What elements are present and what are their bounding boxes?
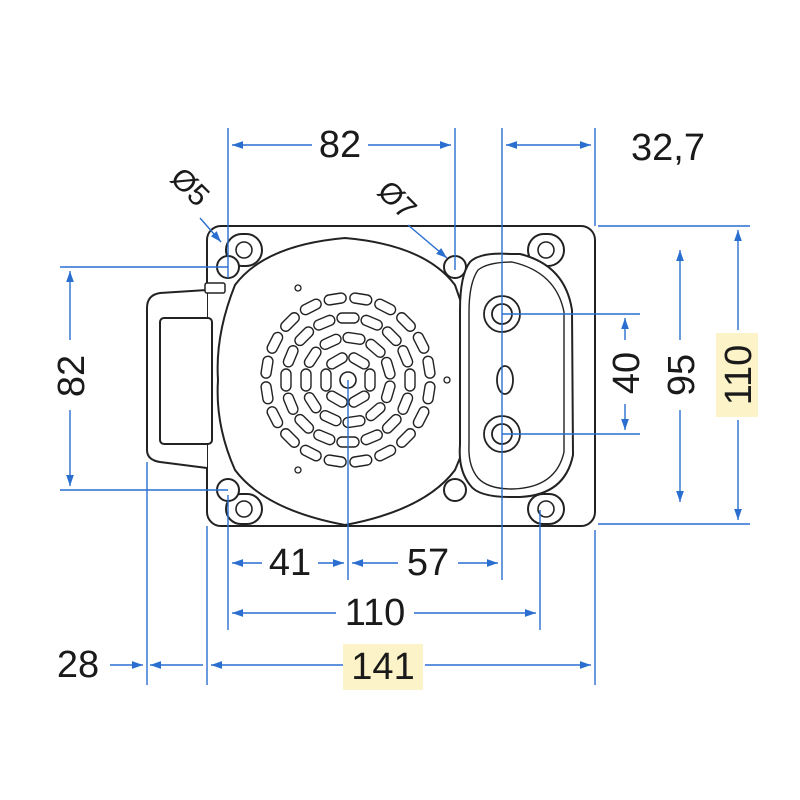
grille-slot [294, 326, 315, 347]
grille-slot [319, 410, 342, 427]
grille-slot [365, 338, 386, 358]
device-body [146, 225, 596, 527]
grille-slot [280, 368, 292, 392]
grille-slot [320, 368, 332, 392]
dim-hole-5: Ø5 [164, 161, 216, 213]
grille-slot [336, 312, 360, 324]
side-clip [146, 282, 226, 469]
grille-slot [326, 390, 348, 408]
grille-slot [348, 352, 370, 370]
dim-hole-7: Ø7 [371, 174, 423, 226]
grille-slot [282, 392, 299, 415]
grille-slot [412, 406, 430, 429]
grille-slot [397, 345, 414, 368]
grille-slot [374, 444, 397, 462]
grille-slot [397, 392, 414, 415]
grille-slot [319, 333, 342, 350]
grille-slot [326, 352, 348, 370]
grille-slot [396, 312, 416, 332]
terminal-slot [496, 365, 514, 395]
grille-slot [380, 356, 396, 380]
grille-slot [266, 331, 284, 354]
grille-slot [260, 355, 274, 379]
grille-slot [266, 406, 284, 429]
grille-slot [349, 292, 373, 306]
grille-slot [303, 346, 322, 369]
grille-slot [300, 368, 312, 392]
grille-slot [294, 413, 315, 434]
grille-slot [381, 326, 402, 347]
dim-left-82: 82 [51, 355, 93, 397]
hole-7-bottom-right [443, 478, 467, 502]
dim-top-82: 82 [319, 124, 361, 166]
grille-slot [342, 331, 366, 345]
grille-slot [313, 429, 336, 446]
grille-slot [396, 428, 416, 448]
grille-slot [303, 391, 322, 414]
dim-right-95: 95 [661, 354, 703, 396]
dim-bottom-41: 41 [269, 542, 311, 584]
grille-slot [360, 429, 383, 446]
grille-slot [323, 292, 347, 306]
grille-slot [360, 314, 383, 331]
grille-slot [422, 355, 436, 379]
grille-slot [280, 312, 300, 332]
speaker-grille [260, 292, 436, 468]
highlight-110-right [716, 333, 758, 417]
grille-slot [364, 368, 376, 392]
dim-bottom-141: 141 [351, 646, 414, 688]
grille-slot [299, 444, 322, 462]
grille-slot [348, 390, 370, 408]
keyhole-slot-top-right [527, 233, 565, 267]
dimension-labels: 82 32,7 Ø5 Ø7 82 40 95 110 41 57 110 28 … [51, 124, 760, 690]
grille-slot [404, 368, 416, 392]
grille-slot [260, 381, 274, 405]
grille-slot [365, 402, 386, 422]
dim-bottom-110: 110 [345, 592, 406, 634]
dim-top-32-7: 32,7 [631, 127, 705, 169]
dim-bottom-57: 57 [407, 542, 449, 584]
dim-right-40: 40 [606, 352, 648, 394]
grille-slot [381, 413, 402, 434]
grille-slot [323, 454, 347, 468]
dimension-lines [60, 128, 750, 685]
dim-bottom-28: 28 [57, 644, 99, 686]
keyhole-slot-bottom-right [527, 493, 565, 525]
highlight-141-bottom [343, 644, 423, 690]
grille-slot [422, 381, 436, 405]
grille-slot [282, 345, 299, 368]
grille-slot [380, 380, 396, 404]
grille-slot [280, 428, 300, 448]
grille-slot [349, 454, 373, 468]
grille-slot [412, 331, 430, 354]
grille-slot [313, 314, 336, 331]
grille-slot [299, 298, 322, 316]
keyhole-slot-bottom-left [225, 493, 263, 525]
dim-right-110: 110 [718, 345, 760, 406]
grille-slot [374, 298, 397, 316]
